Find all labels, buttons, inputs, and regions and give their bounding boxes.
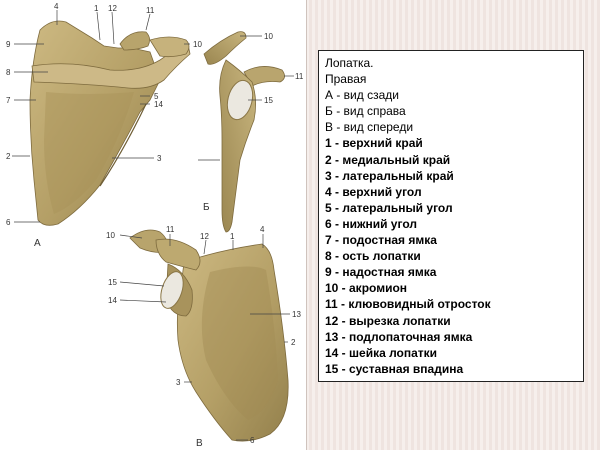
legend-box: Лопатка. Правая А - вид сзади Б - вид сп… xyxy=(318,50,584,382)
legend-item-6: 6 - нижний угол xyxy=(325,216,417,231)
legend-item-5: 5 - латеральный угол xyxy=(325,200,453,215)
label-b-11: 11 xyxy=(295,72,304,81)
view-a-posterior: 4 1 12 11 9 10 8 5 7 14 2 3 6 А xyxy=(6,2,202,249)
legend-item-1: 1 - верхний край xyxy=(325,136,423,151)
label-c-15: 15 xyxy=(108,278,117,287)
legend-view-c: В - вид спереди xyxy=(325,120,414,135)
label-c-10: 10 xyxy=(106,231,115,240)
scapula-c-subscapular-shade xyxy=(201,266,278,420)
label-a-1: 1 xyxy=(94,4,99,13)
view-letter-b: Б xyxy=(203,202,210,213)
label-c-12: 12 xyxy=(200,232,209,241)
label-c-13: 13 xyxy=(292,310,301,319)
legend-subtitle: Правая xyxy=(325,72,367,87)
scapula-b-acromion xyxy=(203,31,247,65)
legend-item-8: 8 - ость лопатки xyxy=(325,249,421,264)
legend-title: Лопатка. xyxy=(325,56,374,70)
label-a-4: 4 xyxy=(54,2,59,11)
view-letter-c: В xyxy=(196,438,203,449)
legend-item-7: 7 - подостная ямка xyxy=(325,233,437,248)
legend-item-3: 3 - латеральный край xyxy=(325,168,454,183)
legend-view-b: Б - вид справа xyxy=(325,104,406,119)
scapula-c-glenoid xyxy=(160,271,184,309)
scapula-b-coracoid xyxy=(243,66,285,87)
label-a-5: 5 xyxy=(154,92,159,101)
label-a-2: 2 xyxy=(6,152,11,161)
label-c-1: 1 xyxy=(230,232,235,241)
legend-item-9: 9 - надостная ямка xyxy=(325,265,437,280)
scapula-a-acromion xyxy=(149,36,190,58)
legend-item-4: 4 - верхний угол xyxy=(325,184,422,199)
view-letter-a: А xyxy=(34,238,41,249)
legend-item-15: 15 - суставная впадина xyxy=(325,361,464,376)
legend-item-12: 12 - вырезка лопатки xyxy=(325,313,451,328)
label-c-3: 3 xyxy=(176,378,181,387)
legend-item-2: 2 - медиальный край xyxy=(325,152,451,167)
label-a-9: 9 xyxy=(6,40,11,49)
view-b-lateral: 10 11 15 Б xyxy=(198,31,304,233)
label-a-10: 10 xyxy=(193,40,202,49)
scapula-a-infraspinous-shade xyxy=(44,92,134,214)
label-a-8: 8 xyxy=(6,68,11,77)
label-a-12: 12 xyxy=(108,4,117,13)
scapula-illustration: 4 1 12 11 9 10 8 5 7 14 2 3 6 А 10 1 xyxy=(6,2,304,449)
legend-item-11: 11 - клювовидный отросток xyxy=(325,297,491,312)
label-a-7: 7 xyxy=(6,96,11,105)
label-b-10: 10 xyxy=(264,32,273,41)
view-c-anterior: 10 11 12 1 4 15 14 13 2 3 6 В xyxy=(106,225,301,449)
label-c-6: 6 xyxy=(250,436,255,445)
label-a-14: 14 xyxy=(154,100,163,109)
scapula-a-lateral-border xyxy=(99,103,147,187)
label-a-6: 6 xyxy=(6,218,11,227)
label-a-11: 11 xyxy=(146,6,155,15)
legend-view-a: А - вид сзади xyxy=(325,88,399,103)
label-a-3: 3 xyxy=(157,154,162,163)
label-c-2: 2 xyxy=(291,338,296,347)
scapula-c-coracoid xyxy=(155,238,201,271)
label-c-14: 14 xyxy=(108,296,117,305)
scapula-a-coracoid xyxy=(119,31,150,51)
legend-item-13: 13 - подлопаточная ямка xyxy=(325,329,473,344)
figure-panel: 4 1 12 11 9 10 8 5 7 14 2 3 6 А 10 1 xyxy=(0,0,307,450)
scapula-b-glenoid xyxy=(226,79,254,121)
label-c-11: 11 xyxy=(166,225,175,234)
legend-item-10: 10 - акромион xyxy=(325,281,408,296)
legend-item-14: 14 - шейка лопатки xyxy=(325,345,438,360)
label-b-15: 15 xyxy=(264,96,273,105)
scapula-a-spine xyxy=(31,43,191,89)
label-c-4: 4 xyxy=(260,225,265,234)
scapula-c-body xyxy=(176,243,289,442)
